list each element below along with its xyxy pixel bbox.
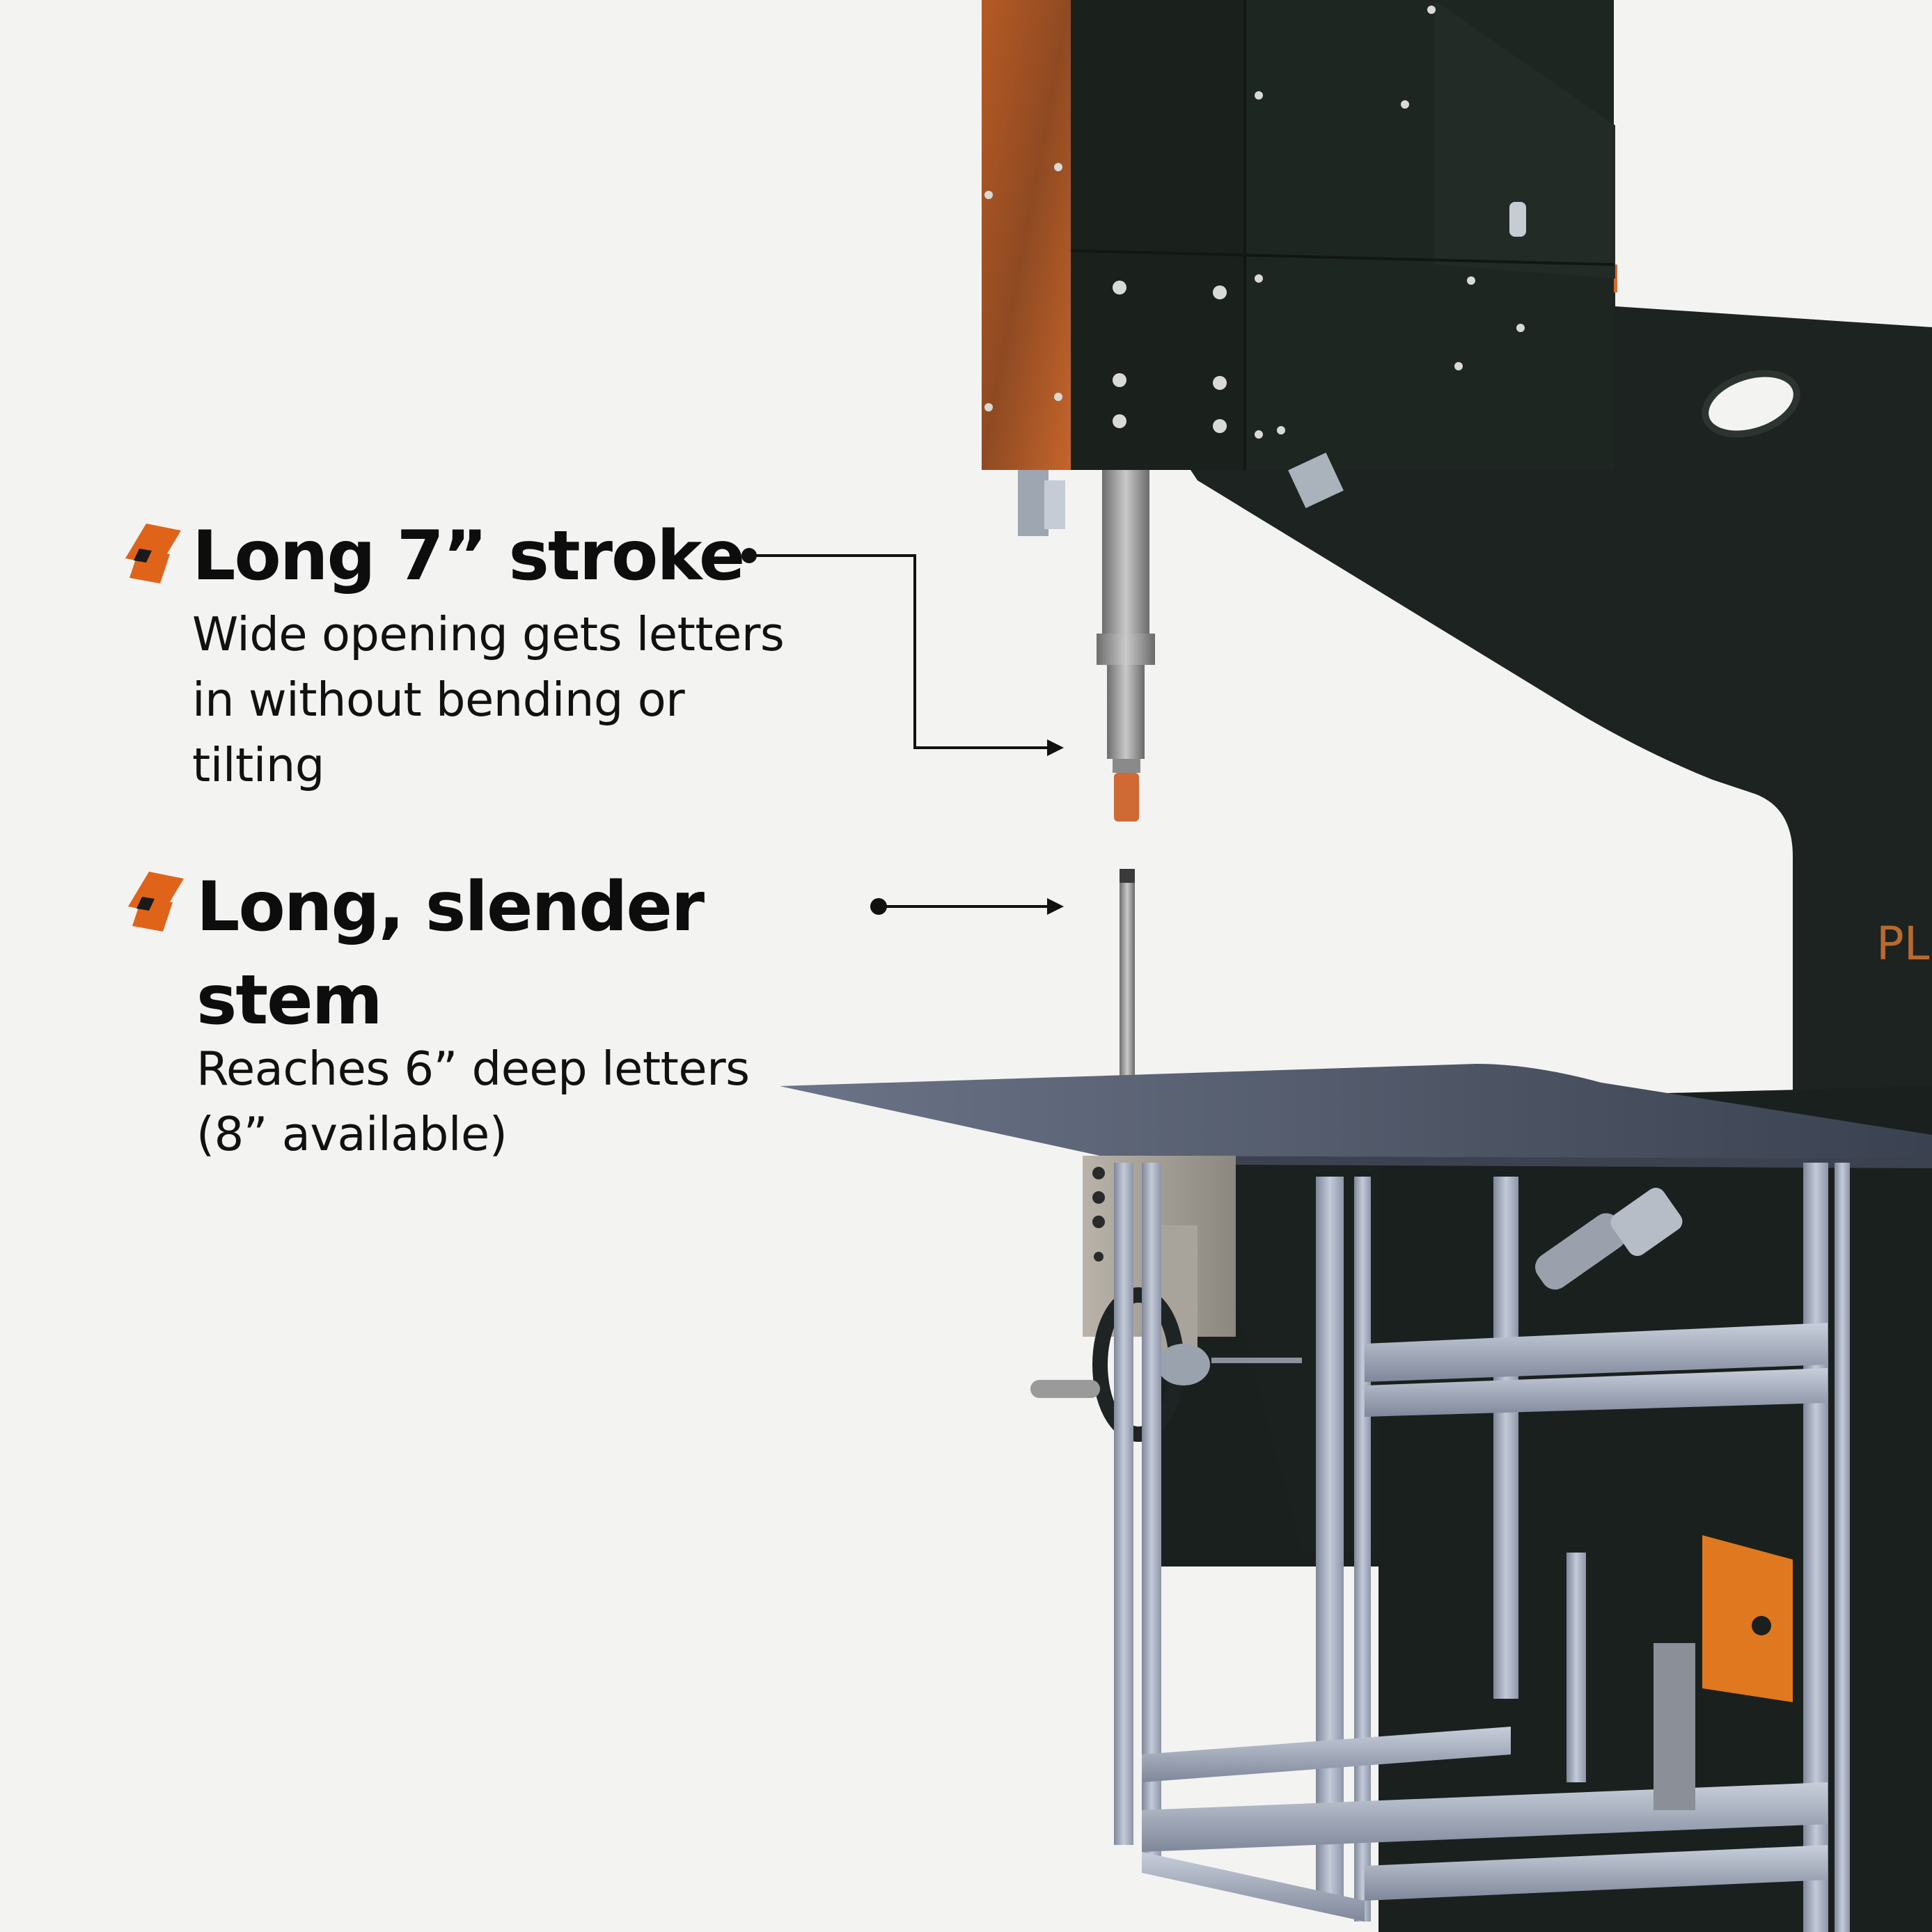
feature-description-line: tilting (192, 738, 324, 792)
extrusion-stand (1114, 1163, 1850, 1932)
feature-title-line: stem (196, 961, 383, 1040)
pneumatic-cylinder (1535, 1188, 1683, 1290)
feature-description-line: Reaches 6” deep letters (196, 1042, 750, 1096)
feature-title: Long 7” stroke (192, 517, 745, 596)
press-ram (1097, 470, 1155, 822)
stroke-callout-arrowhead (1047, 739, 1064, 756)
stem-callout-dot (870, 898, 887, 915)
stem-callout-arrowhead (1047, 898, 1064, 915)
feature-description-line: in without bending or (192, 673, 685, 727)
orange-diamond-icon (125, 524, 181, 583)
stroke-callout-dot (741, 548, 757, 563)
feature-description-line: (8” available) (196, 1107, 508, 1161)
feature-title-line: Long, slender (196, 867, 705, 947)
stroke-callout-line (749, 554, 1051, 749)
orange-plate (1654, 1535, 1793, 1810)
feature-description-line: Wide opening gets letters (192, 607, 785, 661)
orange-diamond-icon (128, 872, 184, 932)
worktable (780, 1064, 1932, 1168)
slender-stem (1120, 869, 1135, 1120)
press-head (982, 0, 1615, 536)
brand-logo-partial: PL (1876, 917, 1930, 971)
feature-slender-stem: Long, slender stem Reaches 6” deep lette… (196, 867, 750, 1167)
feature-long-stroke: Long 7” stroke Wide opening gets letters… (192, 517, 785, 798)
